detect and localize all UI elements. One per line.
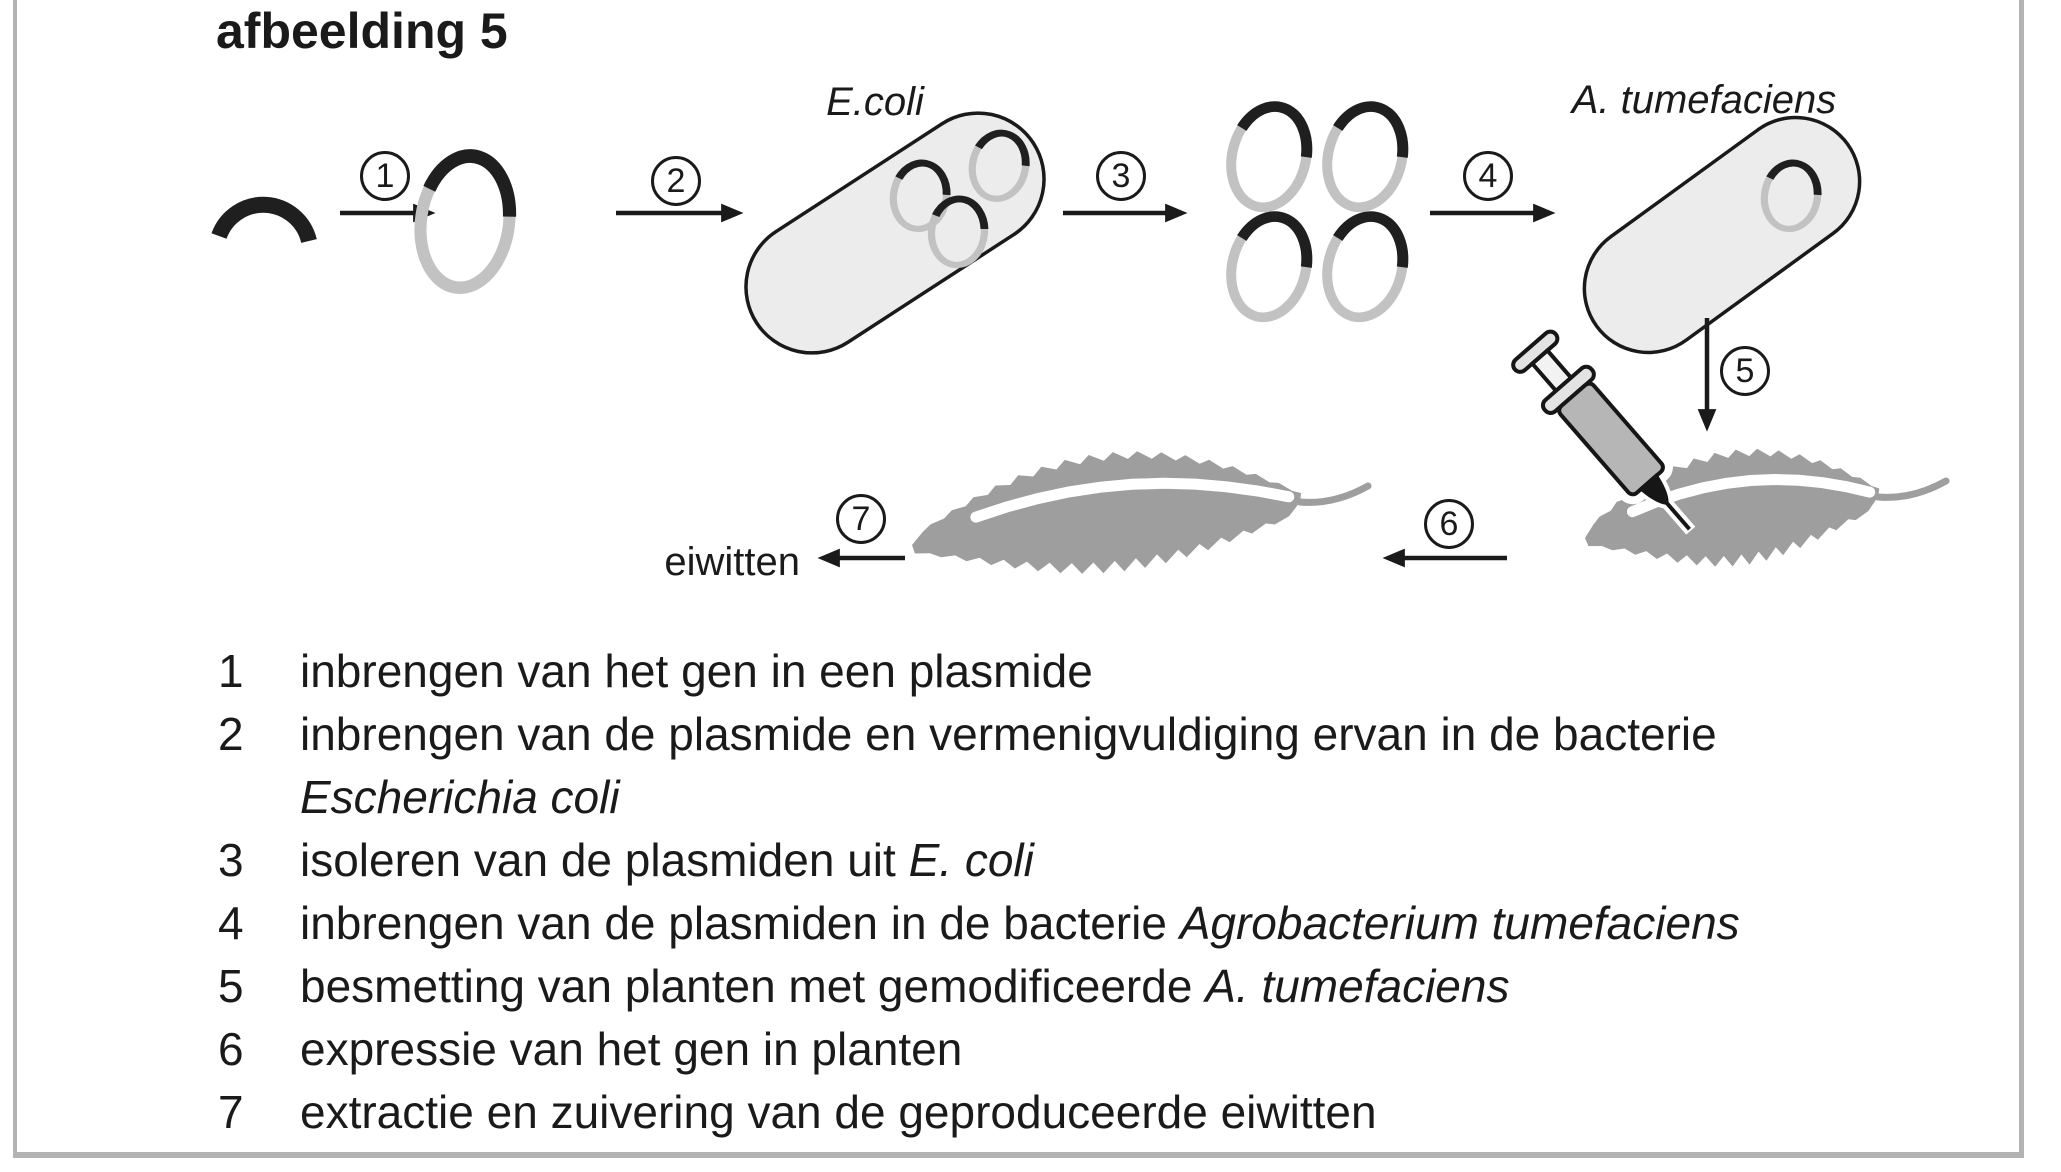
step-marker-4: 4 [1463,151,1513,201]
step-marker-number: 6 [1439,504,1459,543]
step-marker-2: 2 [651,156,701,206]
legend-text-segment: E. coli [908,834,1034,886]
plasmid-icon [412,150,518,293]
step-marker-1: 1 [360,151,410,201]
legend-row: 4 inbrengen van de plasmiden in de bacter… [218,892,1978,955]
syringe-icon [1511,329,1696,535]
legend-row: 6 expressie van het gen in planten [218,1018,1978,1081]
legend-text: expressie van het gen in planten [300,1018,962,1081]
legend-text: inbrengen van de plasmiden in de bacteri… [300,892,1740,955]
step-marker-5: 5 [1720,346,1770,396]
legend-number: 6 [218,1023,244,1075]
ecoli-label: E.coli [826,80,924,124]
step-marker-number: 7 [851,499,871,538]
legend-number [218,766,300,829]
step-marker-number: 1 [375,156,395,195]
legend-row: 7 extractie en zuivering van de geproduce… [218,1081,1978,1144]
legend-text: besmetting van planten met gemodificeerd… [300,955,1509,1018]
legend-row: 3 isoleren van de plasmiden uit E. coli [218,829,1978,892]
step-marker-6: 6 [1424,499,1474,549]
legend-text-segment: A. tumefaciens [1205,960,1510,1012]
step-marker-7: 7 [836,494,886,544]
legend-row: 2 inbrengen van de plasmide en vermenigvu… [218,703,1978,766]
page-border-bottom [13,1152,2024,1158]
atumefaciens-label: A. tumefaciens [1571,78,1837,122]
ecoli-bacterium-icon [744,111,1046,355]
legend-text: inbrengen van het gen in een plasmide [300,640,1093,703]
step-marker-number: 3 [1111,156,1131,195]
isolated-plasmids-icon [1221,98,1413,325]
legend-text: extractie en zuivering van de geproducee… [300,1081,1377,1144]
legend-text: isoleren van de plasmiden uit E. coli [300,829,1034,892]
legend-number: 3 [218,834,244,886]
legend-text-segment: inbrengen van het gen in een plasmide [300,645,1093,697]
legend-text-segment: expressie van het gen in planten [300,1023,963,1075]
legend-text-segment: isoleren van de plasmiden uit [300,834,909,886]
legend-number: 2 [218,708,244,760]
legend-number: 1 [218,645,244,697]
gene-fragment-icon [211,196,317,244]
step-marker-number: 5 [1735,351,1755,390]
legend-text-segment: Agrobacterium tumefaciens [1179,897,1740,949]
legend-row: 1 inbrengen van het gen in een plasmide [218,640,1978,703]
legend-text-segment: Escherichia coli [300,771,620,823]
legend-text-segment: inbrengen van de plasmiden in de bacteri… [300,897,1180,949]
legend-list: 1 inbrengen van het gen in een plasmide 2 i… [218,640,1978,1144]
expressing-leaf-icon [912,451,1372,574]
legend-row: 5 besmetting van planten met gemodificeer… [218,955,1978,1018]
legend-text-segment: inbrengen van de plasmide en vermenigvul… [300,708,1717,760]
legend-text: Escherichia coli [300,766,620,829]
legend-row: Escherichia coli [218,766,1978,829]
page-border-left [13,0,17,1158]
eiwitten-label: eiwitten [664,540,800,584]
step-marker-number: 4 [1478,156,1498,195]
legend-number: 7 [218,1086,244,1138]
legend-number: 5 [218,960,244,1012]
legend-number: 4 [218,897,244,949]
atumefaciens-bacterium-icon [1582,115,1862,355]
page-border-right [2019,0,2024,1158]
step-marker-number: 2 [666,161,686,200]
legend-text: inbrengen van de plasmide en vermenigvul… [300,703,1717,766]
legend-text-segment: besmetting van planten met gemodificeerd… [300,960,1206,1012]
legend-text-segment: extractie en zuivering van de geproducee… [300,1086,1377,1138]
step-marker-3: 3 [1096,151,1146,201]
figure-title: afbeelding 5 [216,3,508,59]
